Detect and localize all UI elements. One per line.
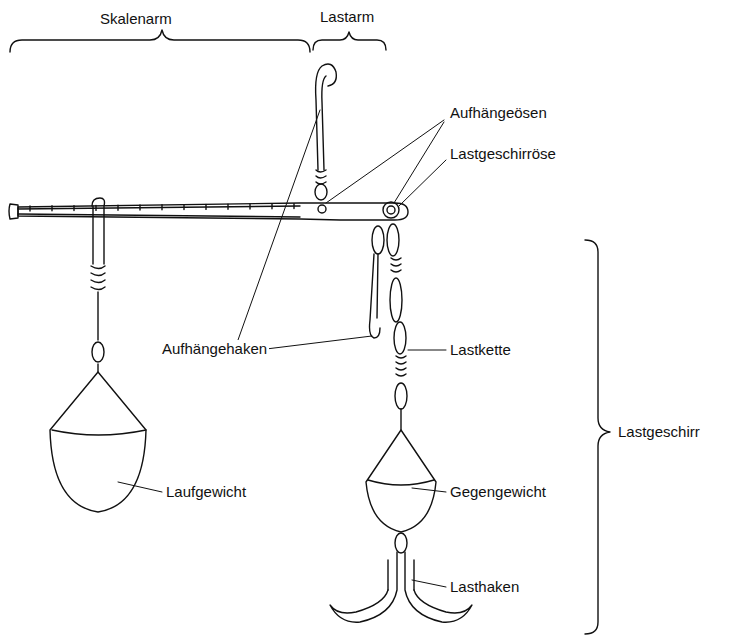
brace xyxy=(10,30,310,52)
sliding-weight xyxy=(50,198,146,512)
load-chain xyxy=(387,224,407,430)
part-label: Lasthaken xyxy=(448,578,521,596)
group-label: Lastgeschirr xyxy=(616,423,702,441)
part-label: Lastarm xyxy=(318,8,376,26)
hanging-hook xyxy=(370,226,385,338)
beam xyxy=(9,202,408,220)
part-label: Lastkette xyxy=(448,341,513,359)
part-label: Skalenarm xyxy=(98,10,174,28)
suspension-hook xyxy=(315,64,336,200)
brace xyxy=(585,240,610,634)
leader-line xyxy=(118,110,446,587)
part-label: Aufhängehaken xyxy=(160,340,269,358)
part-label: Aufhängeösen xyxy=(448,104,549,122)
part-label: Lastgeschirröse xyxy=(448,145,558,163)
part-label: Gegengewicht xyxy=(448,483,548,501)
counterweight xyxy=(366,430,436,553)
part-label: Laufgewicht xyxy=(164,483,248,501)
brace xyxy=(313,32,386,50)
